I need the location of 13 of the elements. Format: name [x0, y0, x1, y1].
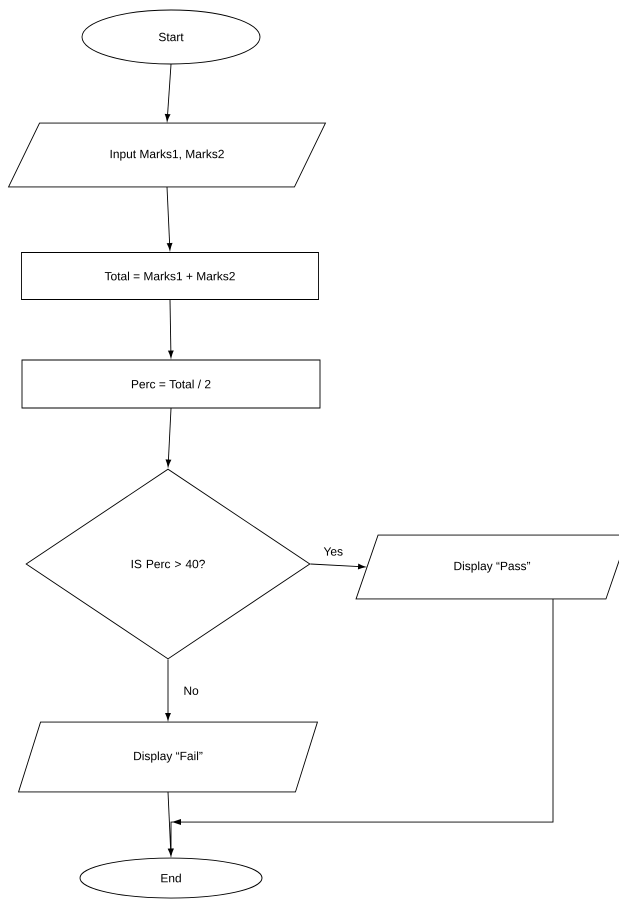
arrow [164, 64, 172, 122]
arrow [166, 408, 172, 467]
arrow [168, 598, 554, 856]
edge-label: Yes [322, 546, 344, 557]
process-box: Perc = Total / 2 [22, 360, 320, 408]
arrow [166, 186, 172, 250]
terminal-oval: End [80, 858, 262, 898]
terminal-oval: Start [82, 10, 260, 64]
arrow [168, 300, 174, 358]
edge-label: No [182, 686, 200, 696]
arrow [310, 564, 366, 570]
process-box: Total = Marks1 + Marks2 [21, 252, 319, 300]
arrow [165, 659, 171, 720]
